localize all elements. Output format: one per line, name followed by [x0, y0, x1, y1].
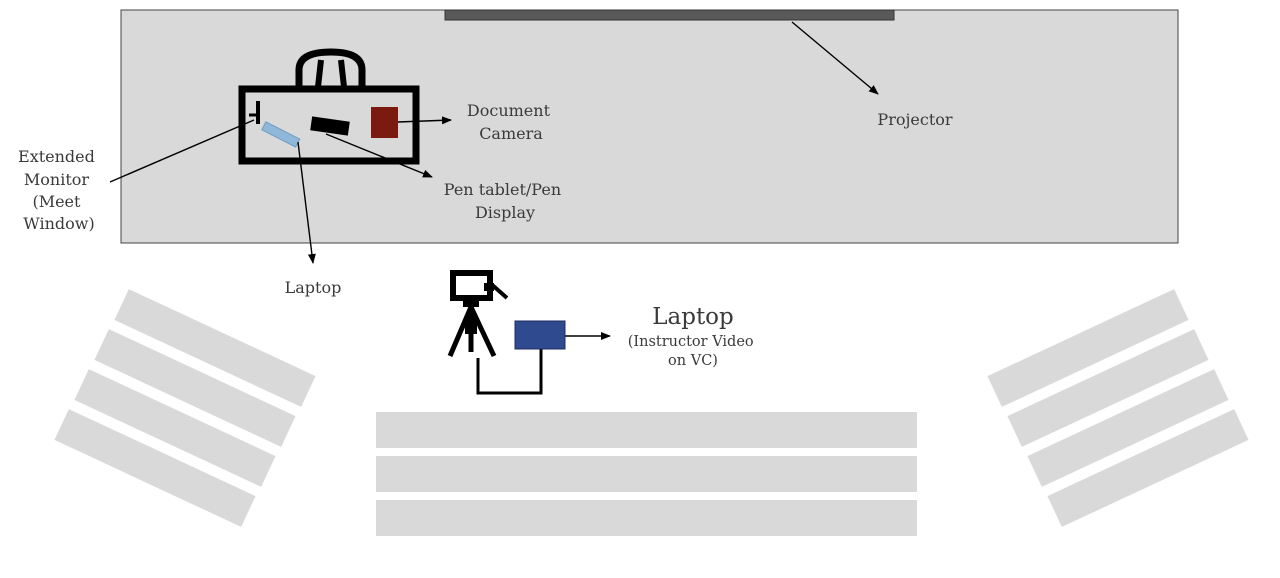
- label-vc-laptop-note: (Instructor Video on VC): [628, 334, 759, 369]
- arrow-pen-tablet: [325, 133, 433, 178]
- front-room-area: [120, 9, 1179, 244]
- projector-screen: [444, 9, 895, 21]
- seating-row: [1047, 409, 1249, 527]
- label-pen-tablet: Pen tablet/Pen Display: [444, 180, 566, 222]
- label-document-camera: Document Camera: [467, 101, 555, 143]
- center-seating: [376, 412, 917, 536]
- document-camera-icon: [371, 107, 398, 138]
- arrow-desk-laptop: [297, 141, 316, 264]
- label-desk-laptop: Laptop: [285, 278, 342, 297]
- arrow-extended-monitor: [109, 119, 255, 183]
- label-vc-laptop-title: Laptop: [652, 304, 734, 330]
- chair-divider-left: [315, 59, 324, 88]
- tripod-camera-icon: [447, 270, 509, 358]
- seating-row: [376, 456, 917, 492]
- arrow-projector: [791, 21, 879, 95]
- right-seating: [987, 289, 1249, 527]
- pen-tablet-icon: [310, 116, 350, 136]
- seating-row: [1007, 329, 1209, 447]
- label-extended-monitor: Extended Monitor (Meet Window): [18, 147, 100, 233]
- seating-row: [114, 289, 316, 407]
- seating-row: [987, 289, 1189, 407]
- camera-cable: [476, 349, 543, 395]
- chair-icon: [295, 48, 366, 87]
- label-projector: Projector: [877, 110, 953, 129]
- seating-row: [376, 412, 917, 448]
- instructor-desk: [238, 48, 420, 165]
- arrow-document-camera: [397, 116, 452, 125]
- chair-divider-right: [338, 59, 347, 88]
- seating-row: [376, 500, 917, 536]
- seating-row: [54, 409, 256, 527]
- seating-row: [94, 329, 296, 447]
- vc-laptop-icon: [514, 320, 566, 350]
- seating-row: [74, 369, 276, 487]
- left-seating: [54, 289, 316, 527]
- seating-row: [1027, 369, 1229, 487]
